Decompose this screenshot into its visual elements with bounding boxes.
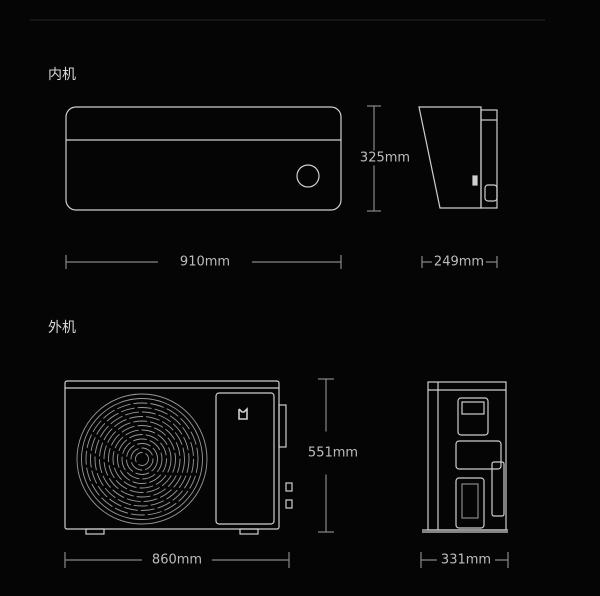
fan-ring (126, 443, 158, 475)
fan-ring (103, 420, 181, 498)
fan-ring (85, 402, 199, 516)
fan-ring (108, 425, 176, 493)
indoor-width-label: 910mm (157, 254, 253, 270)
fan-grille (76, 393, 208, 525)
mijia-logo-icon (238, 407, 248, 420)
fan-ring (135, 452, 149, 466)
fan-ring (99, 416, 185, 502)
fan-ring (112, 429, 172, 489)
outdoor-width-label: 860mm (141, 552, 213, 568)
fan-ring (81, 398, 203, 520)
indoor-title: 内机 (48, 67, 76, 83)
fan-ring (76, 393, 208, 525)
indoor-display-circle (296, 164, 320, 188)
outdoor-unit-side (422, 381, 508, 533)
fan-ring (121, 438, 163, 480)
indoor-height-label: 325mm (357, 150, 413, 166)
indoor-depth-label: 249mm (431, 254, 487, 270)
outdoor-height-label: 551mm (305, 431, 361, 475)
indoor-unit-side (418, 106, 498, 209)
fan-ring (94, 411, 190, 507)
outdoor-depth-label: 331mm (436, 552, 496, 568)
outdoor-title: 外机 (48, 320, 76, 336)
outdoor-unit-front (64, 380, 293, 535)
outdoor-panel (215, 392, 275, 525)
fan-ring (117, 434, 167, 484)
indoor-unit-front (65, 106, 342, 211)
fan-ring (90, 407, 194, 511)
fan-ring (130, 447, 154, 471)
